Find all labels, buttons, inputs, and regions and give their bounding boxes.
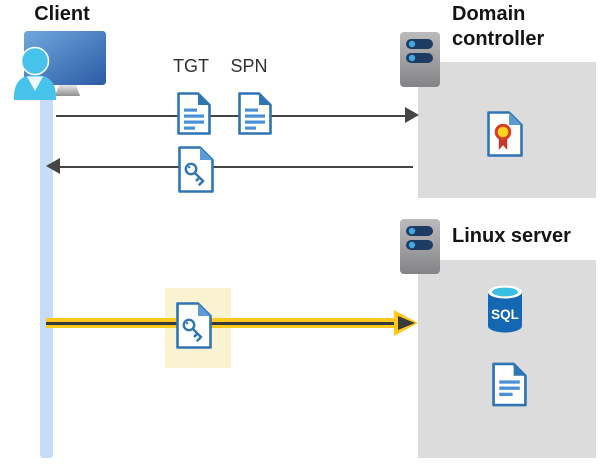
service-ticket-key-document-icon xyxy=(178,146,214,193)
domain-controller-title: Domain controller xyxy=(452,3,545,50)
arrow-dc-to-client xyxy=(59,166,413,168)
spn-label: SPN xyxy=(230,56,268,76)
spn-document-icon xyxy=(238,92,272,135)
certificate-icon xyxy=(487,111,523,157)
sql-badge-text: SQL xyxy=(491,307,519,322)
key-icon xyxy=(182,318,203,343)
tgt-label: TGT xyxy=(173,56,209,76)
linux-server-server-icon xyxy=(400,219,440,274)
kerberos-ticket-arrow-head xyxy=(394,310,418,336)
client-title: Client xyxy=(34,3,90,25)
client-workstation-icon xyxy=(14,31,106,100)
sql-database-icon: SQL xyxy=(488,285,522,333)
person-collar xyxy=(27,76,43,91)
arrow-client-to-dc-head xyxy=(405,107,419,123)
arrow-client-to-dc xyxy=(56,115,406,117)
kerberos-ticket-arrow-core xyxy=(46,321,396,325)
person-head xyxy=(20,46,50,76)
tgt-document-icon xyxy=(177,92,211,135)
kerberos-ticket-arrow xyxy=(46,318,396,328)
highlighted-key-document-icon xyxy=(176,302,212,349)
linux-server-title: Linux server xyxy=(452,225,571,247)
certificate-seal xyxy=(494,123,512,141)
key-icon xyxy=(184,162,205,187)
domain-controller-server-icon xyxy=(400,32,440,87)
client-lifeline xyxy=(40,84,53,458)
monitor-stand xyxy=(55,85,80,96)
arrow-dc-to-client-head xyxy=(46,158,60,174)
keytab-document-icon xyxy=(492,362,527,407)
